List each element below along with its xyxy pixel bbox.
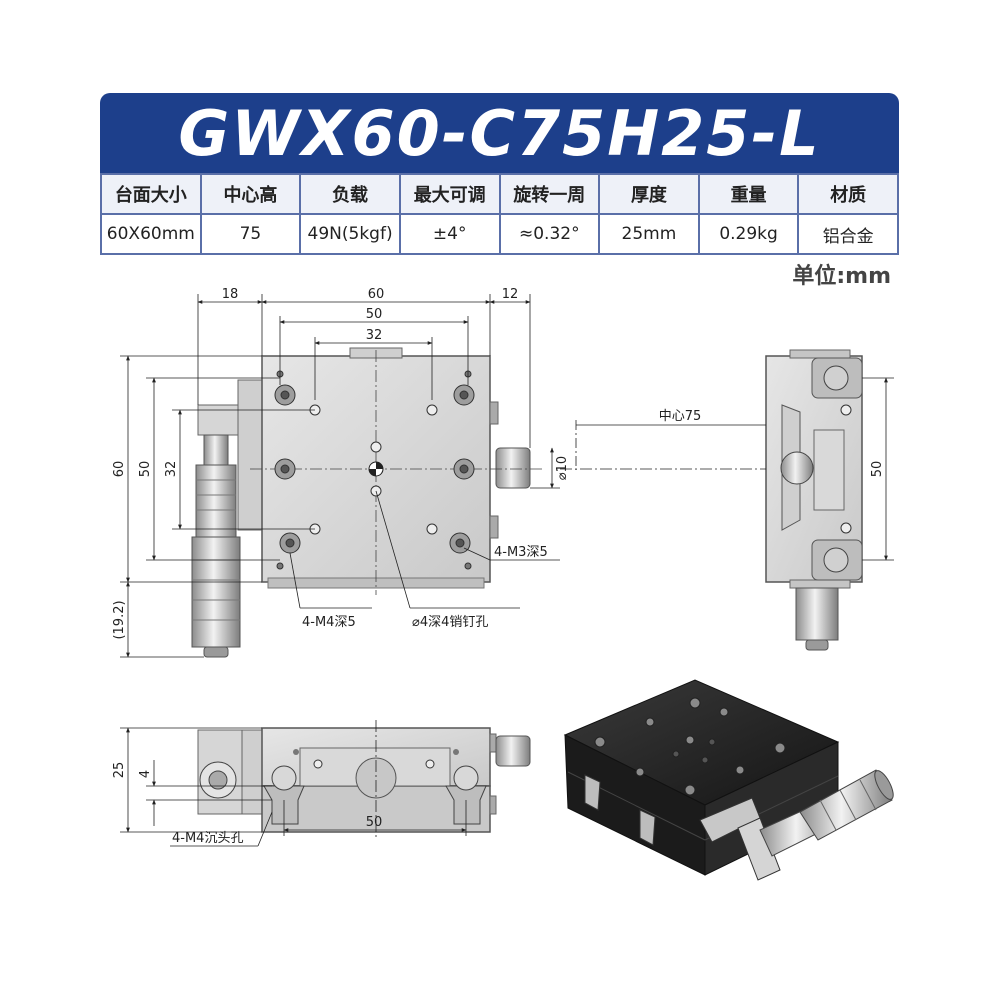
micrometer	[191, 434, 241, 658]
spec-value-row: 60X60mm 75 49N(5kgf) ±4° ≈0.32° 25mm 0.2…	[100, 213, 899, 255]
spec-header: 厚度	[598, 173, 700, 215]
dim-label: (19.2)	[112, 600, 127, 639]
dim-label: 4	[138, 770, 153, 778]
spec-header: 旋转一周	[498, 173, 601, 215]
dim-label: 25	[112, 762, 127, 779]
spec-value: 25mm	[598, 213, 700, 255]
dim-label: ⌀10	[555, 456, 570, 480]
spec-value: 铝合金	[797, 213, 899, 255]
lock-knob	[495, 447, 531, 489]
dim-label: 12	[502, 287, 519, 302]
dim-label: 中心75	[659, 409, 702, 424]
spec-value: 0.29kg	[697, 213, 800, 255]
front-view: 25 4 50 4-M4沉头孔	[112, 720, 531, 847]
dim-label: 32	[366, 328, 383, 343]
dim-label: 50	[366, 307, 383, 322]
dim-label: 18	[222, 287, 239, 302]
unit-label: 单位:mm	[792, 264, 891, 289]
model-title: GWX60-C75H25-L	[178, 96, 821, 170]
spec-header: 中心高	[199, 173, 302, 215]
dim-label: 60	[368, 287, 385, 302]
spec-header: 最大可调	[398, 173, 501, 215]
screw-holes	[274, 370, 475, 570]
dim-label: 50	[138, 461, 153, 478]
spec-value: ≈0.32°	[498, 213, 601, 255]
callout-label: 4-M4深5	[302, 615, 356, 630]
dim-label: 50	[870, 461, 885, 478]
side-view: 中心75 50	[560, 349, 894, 651]
spec-value: 49N(5kgf)	[299, 213, 401, 255]
bracket-arm	[237, 379, 265, 531]
spec-header: 负载	[299, 173, 401, 215]
callout-label: 4-M4沉头孔	[172, 831, 243, 846]
dim-label: 60	[112, 461, 127, 478]
spec-header-row: 台面大小 中心高 负载 最大可调 旋转一周 厚度 重量 材质	[100, 173, 899, 215]
spec-value: ±4°	[398, 213, 501, 255]
spec-table: 台面大小 中心高 负载 最大可调 旋转一周 厚度 重量 材质 60X60mm 7…	[100, 173, 899, 255]
spec-value: 60X60mm	[100, 213, 202, 255]
title-banner: GWX60-C75H25-L	[100, 93, 899, 173]
callout-label: ⌀4深4销钉孔	[412, 615, 488, 630]
product-photo	[563, 679, 894, 881]
spec-header: 材质	[797, 173, 899, 215]
spec-header: 重量	[697, 173, 800, 215]
dim-label: 50	[366, 815, 383, 830]
spec-value: 75	[199, 213, 302, 255]
spec-header: 台面大小	[100, 173, 202, 215]
top-view: 18 60 12 50 32 60 50 32 (19.2) ⌀10 4-M3深…	[112, 287, 570, 658]
dim-label: 32	[164, 461, 179, 478]
callout-label: 4-M3深5	[494, 545, 548, 560]
